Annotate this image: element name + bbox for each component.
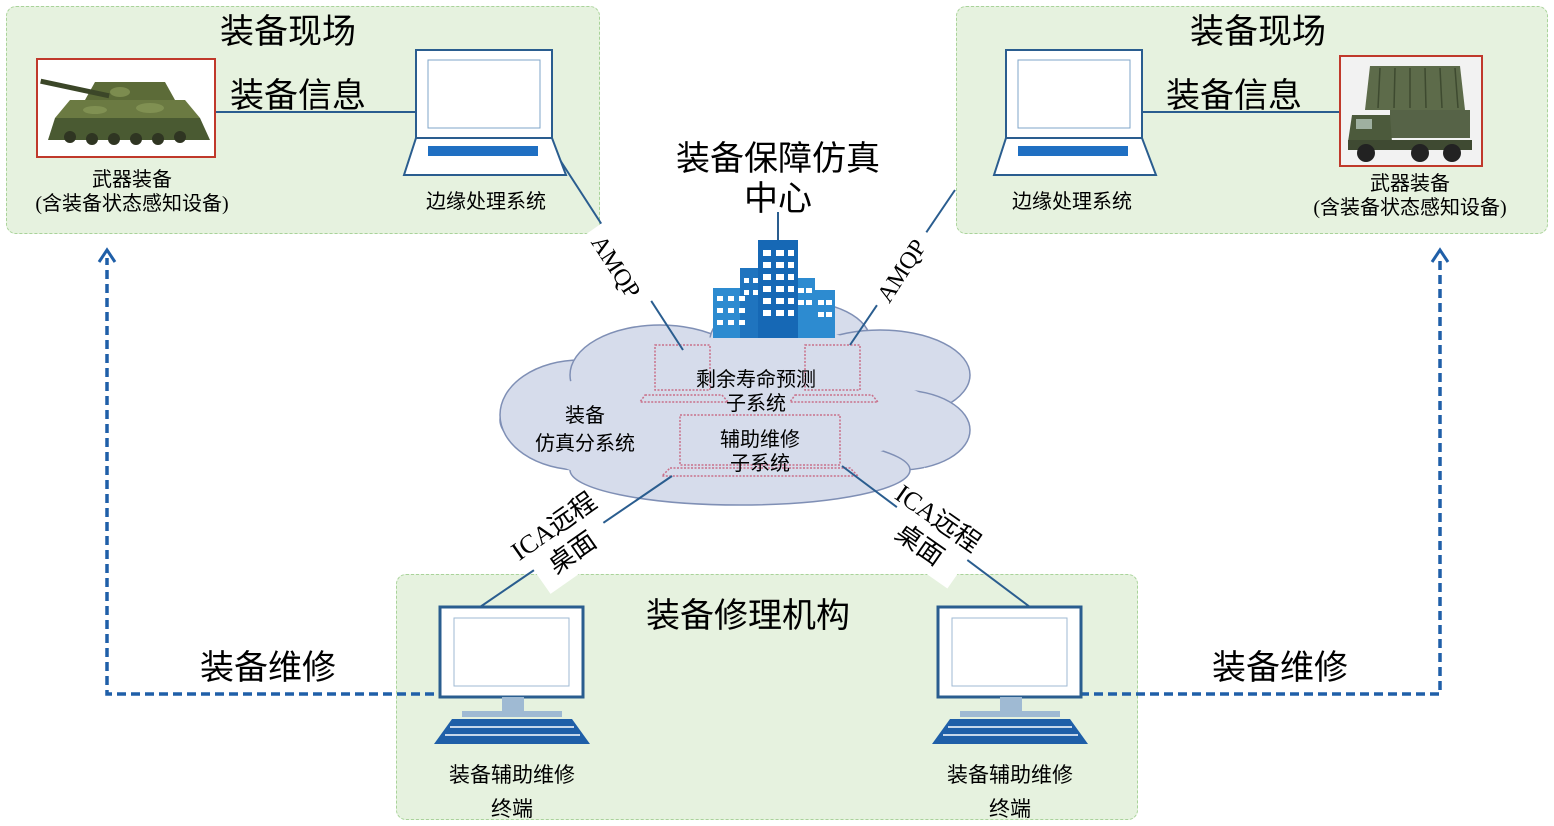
left-edge-label: 边缘处理系统 — [426, 191, 546, 213]
right-terminal-line1: 装备辅助维修 — [947, 763, 1073, 787]
right-maintenance-label: 装备维修 — [1212, 650, 1348, 687]
center-title: 装备保障仿真 中心 — [676, 140, 880, 220]
right-edge-label: 边缘处理系统 — [1012, 191, 1132, 213]
cloud-label: 装备 仿真分系统 — [535, 402, 635, 458]
right-laptop-icon — [992, 49, 1158, 176]
left-site-title: 装备现场 — [220, 14, 356, 51]
right-site-title: 装备现场 — [1190, 14, 1326, 51]
left-terminal-line2: 终端 — [491, 797, 533, 821]
aux-subsystem-label: 辅助维修 子系统 — [720, 428, 800, 476]
right-weapon-label: 武器装备 (含装备状态感知设备) — [1313, 172, 1506, 220]
cloud-label-line1: 装备 — [565, 405, 605, 427]
right-terminal-label: 装备辅助维修 终端 — [947, 758, 1073, 826]
left-info-label: 装备信息 — [230, 78, 366, 115]
right-weapon-label-line2: (含装备状态感知设备) — [1313, 197, 1507, 219]
building-icon — [713, 240, 835, 338]
rul-subsystem-line1: 剩余寿命预测 — [696, 369, 816, 391]
left-maintenance-label: 装备维修 — [200, 650, 336, 687]
tank-image — [36, 58, 216, 158]
right-info-label: 装备信息 — [1166, 78, 1302, 115]
left-terminal-icon — [434, 605, 590, 744]
left-laptop-icon — [402, 49, 568, 176]
maintenance-dashed-lines — [105, 258, 1442, 696]
aux-subsystem-line1: 辅助维修 — [720, 429, 800, 451]
left-weapon-label: 武器装备 (含装备状态感知设备) — [35, 168, 228, 216]
left-terminal-line1: 装备辅助维修 — [449, 763, 575, 787]
center-title-line2: 中心 — [744, 181, 812, 218]
cloud-label-line2: 仿真分系统 — [535, 433, 635, 455]
repair-org-title: 装备修理机构 — [646, 598, 850, 635]
left-terminal-label: 装备辅助维修 终端 — [449, 758, 575, 826]
right-terminal-line2: 终端 — [989, 797, 1031, 821]
right-weapon-label-line1: 武器装备 — [1369, 173, 1450, 195]
subsystem-monitors — [638, 344, 880, 477]
rul-subsystem-label: 剩余寿命预测 子系统 — [696, 368, 816, 416]
radar-truck-image — [1339, 55, 1483, 167]
rul-subsystem-line2: 子系统 — [726, 393, 786, 415]
right-terminal-icon — [932, 605, 1088, 744]
left-weapon-label-line1: 武器装备 — [91, 169, 172, 191]
left-weapon-label-line2: (含装备状态感知设备) — [35, 193, 229, 215]
center-title-line1: 装备保障仿真 — [676, 141, 880, 178]
aux-subsystem-line2: 子系统 — [730, 453, 790, 475]
